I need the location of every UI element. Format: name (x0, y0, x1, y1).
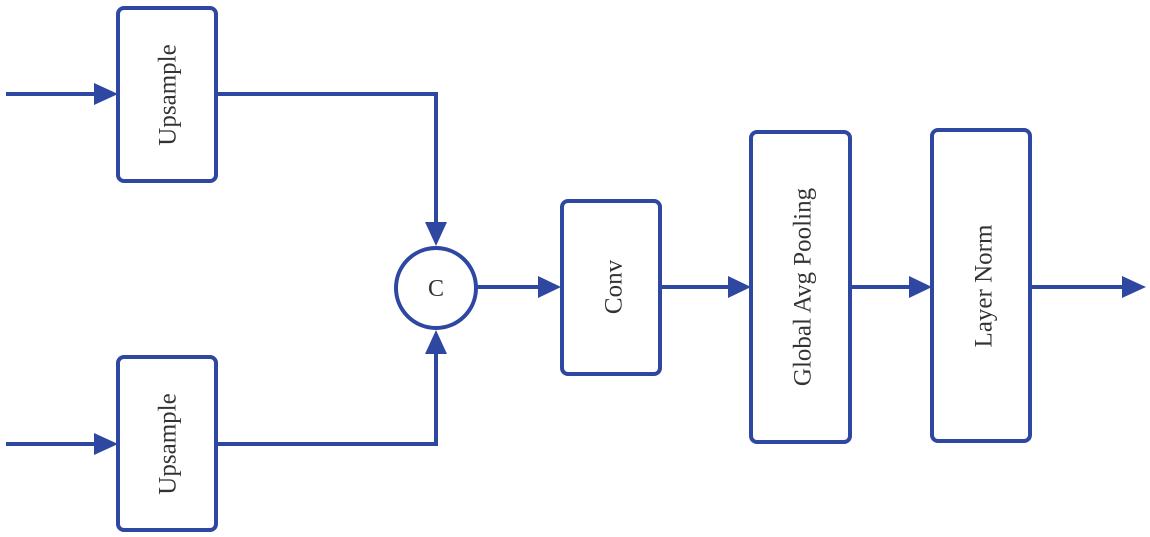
arrowhead-output (1122, 276, 1146, 298)
conv-label: Conv (601, 259, 628, 314)
arrowhead-layernorm (909, 276, 932, 298)
upsample-top-block: Upsample (116, 6, 218, 183)
arrowhead-input-bottom (94, 433, 118, 455)
upsample-bottom-label: Upsample (155, 393, 182, 494)
global-avg-pooling-label: Global Avg Pooling (790, 187, 817, 386)
layer-norm-block: Layer Norm (930, 128, 1032, 443)
arrowhead-concat-top (425, 222, 447, 246)
wire-upsample-top-to-concat (216, 92, 438, 222)
arrowhead-pooling (728, 276, 751, 298)
conv-block: Conv (560, 199, 662, 376)
global-avg-pooling-block: Global Avg Pooling (749, 130, 852, 444)
upsample-bottom-block: Upsample (116, 355, 218, 532)
concat-node-label: C (428, 276, 444, 302)
upsample-top-label: Upsample (155, 44, 182, 145)
wire-upsample-bottom-to-concat (216, 354, 438, 446)
arrowhead-input-top (94, 83, 118, 105)
concat-node: C (394, 246, 478, 330)
arrowhead-concat-bottom (425, 330, 447, 354)
layer-norm-label: Layer Norm (971, 224, 998, 347)
arrowhead-conv (538, 276, 561, 298)
